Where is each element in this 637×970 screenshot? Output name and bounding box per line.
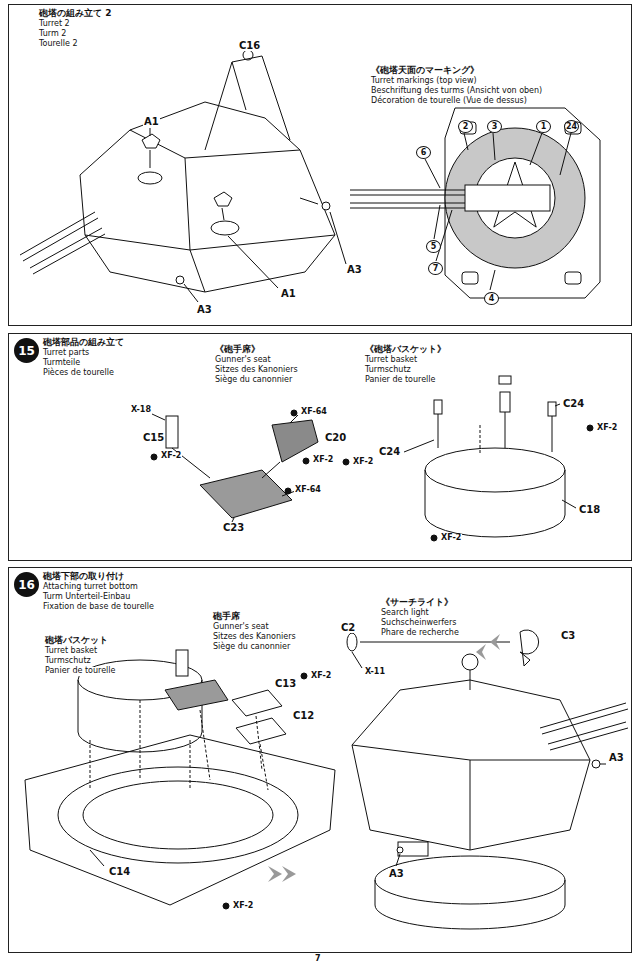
part-number: C20: [324, 432, 347, 443]
part-number: C14: [108, 866, 131, 877]
paint-code: XF-2: [440, 534, 462, 543]
part-number: C16: [238, 40, 261, 51]
part-number: C2: [340, 622, 356, 633]
note-heading: 《砲手席》: [214, 345, 261, 355]
paint-code: XF-2: [310, 672, 332, 681]
step-heading: 砲塔部品の組み立て: [43, 338, 124, 348]
paint-code: X-18: [130, 406, 152, 415]
step-heading-translation: Turmteile: [43, 359, 80, 368]
part-number: C24: [562, 398, 585, 409]
step-heading: 砲塔下部の取り付け: [43, 572, 124, 582]
part-number: A1: [280, 288, 297, 299]
step-heading-translation: Turm 2: [39, 30, 66, 39]
note-text: Turret markings (top view): [370, 77, 478, 86]
part-number: C18: [578, 504, 601, 515]
note-heading: 砲手席: [212, 612, 241, 622]
note-heading: 《砲塔天面のマーキング》: [370, 66, 480, 76]
note-text: Beschriftung des turms (Ansicht von oben…: [370, 87, 543, 96]
callout-number: 2: [458, 120, 473, 133]
callout-number: 7: [428, 262, 443, 275]
paint-code: XF-64: [300, 408, 328, 417]
callout-number: 3: [487, 120, 502, 133]
callout-number: 6: [416, 146, 431, 159]
note-text: Décoration de tourelle (Vue de dessus): [370, 97, 528, 106]
step-heading-translation: Turret 2: [39, 20, 70, 29]
paint-code: XF-2: [352, 458, 374, 467]
step-heading-translation: Attaching turret bottom: [43, 583, 138, 592]
note-text: Turret basket: [364, 356, 418, 365]
note-text: Turret basket: [44, 647, 98, 656]
part-number: C12: [292, 710, 315, 721]
step-heading-translation: Fixation de base de tourelle: [43, 603, 154, 612]
part-number: C3: [560, 630, 576, 641]
part-number: A3: [196, 304, 213, 315]
part-number: C24: [378, 446, 401, 457]
step-panel: 砲塔の組み立て 2Turret 2Turm 2Tourelle 2: [8, 4, 632, 326]
step-panel: 砲塔下部の取り付けAttaching turret bottomTurm Unt…: [8, 567, 632, 953]
note-text: Panier de tourelle: [44, 667, 116, 676]
step-number: 15: [14, 338, 39, 363]
note-heading: 《サーチライト》: [380, 598, 454, 608]
note-text: Sitzes des Kanoniers: [214, 366, 299, 375]
note-text: Gunner's seat: [212, 623, 270, 632]
note-text: Phare de recherche: [380, 629, 460, 638]
note-text: Gunner's seat: [214, 356, 272, 365]
part-number: C13: [274, 678, 297, 689]
callout-number: 24: [564, 120, 579, 133]
step-number-text: 15: [18, 344, 35, 358]
part-number: A3: [346, 264, 363, 275]
note-text: Sitzes des Kanoniers: [212, 633, 297, 642]
callout-number: 1: [536, 120, 551, 133]
note-text: Siège du canonnier: [212, 643, 291, 652]
note-text: Turmschutz: [364, 366, 412, 375]
step-panel: 砲塔部品の組み立てTurret partsTurmteilePièces de …: [8, 333, 632, 561]
step-heading: 砲塔の組み立て 2: [39, 9, 111, 19]
note-text: Search light: [380, 609, 430, 618]
note-text: Suchscheinwerfers: [380, 619, 457, 628]
step-heading-translation: Turret parts: [43, 349, 89, 358]
note-heading: 砲塔バスケット: [44, 636, 109, 646]
part-number: C23: [222, 522, 245, 533]
step-heading-translation: Pièces de tourelle: [43, 369, 114, 378]
paint-code: 7: [314, 955, 322, 964]
part-number: A1: [143, 116, 160, 127]
part-number: A3: [608, 752, 625, 763]
part-number: C15: [142, 432, 165, 443]
step-heading-translation: Tourelle 2: [39, 40, 78, 49]
step-number-text: 16: [18, 578, 35, 592]
note-text: Panier de tourelle: [364, 376, 436, 385]
note-heading: 《砲塔バスケット》: [364, 345, 447, 355]
paint-code: XF-2: [312, 456, 334, 465]
part-number: A3: [388, 868, 405, 879]
step-number: 16: [14, 572, 39, 597]
paint-code: XF-64: [294, 486, 322, 495]
paint-code: XF-2: [232, 902, 254, 911]
note-text: Siège du canonnier: [214, 376, 293, 385]
callout-number: 4: [484, 292, 499, 305]
paint-code: XF-2: [160, 452, 182, 461]
paint-code: X-11: [364, 668, 386, 677]
note-text: Turmschutz: [44, 657, 92, 666]
paint-code: XF-2: [596, 424, 618, 433]
callout-number: 5: [426, 240, 441, 253]
step-heading-translation: Turm Unterteil-Einbau: [43, 593, 130, 602]
